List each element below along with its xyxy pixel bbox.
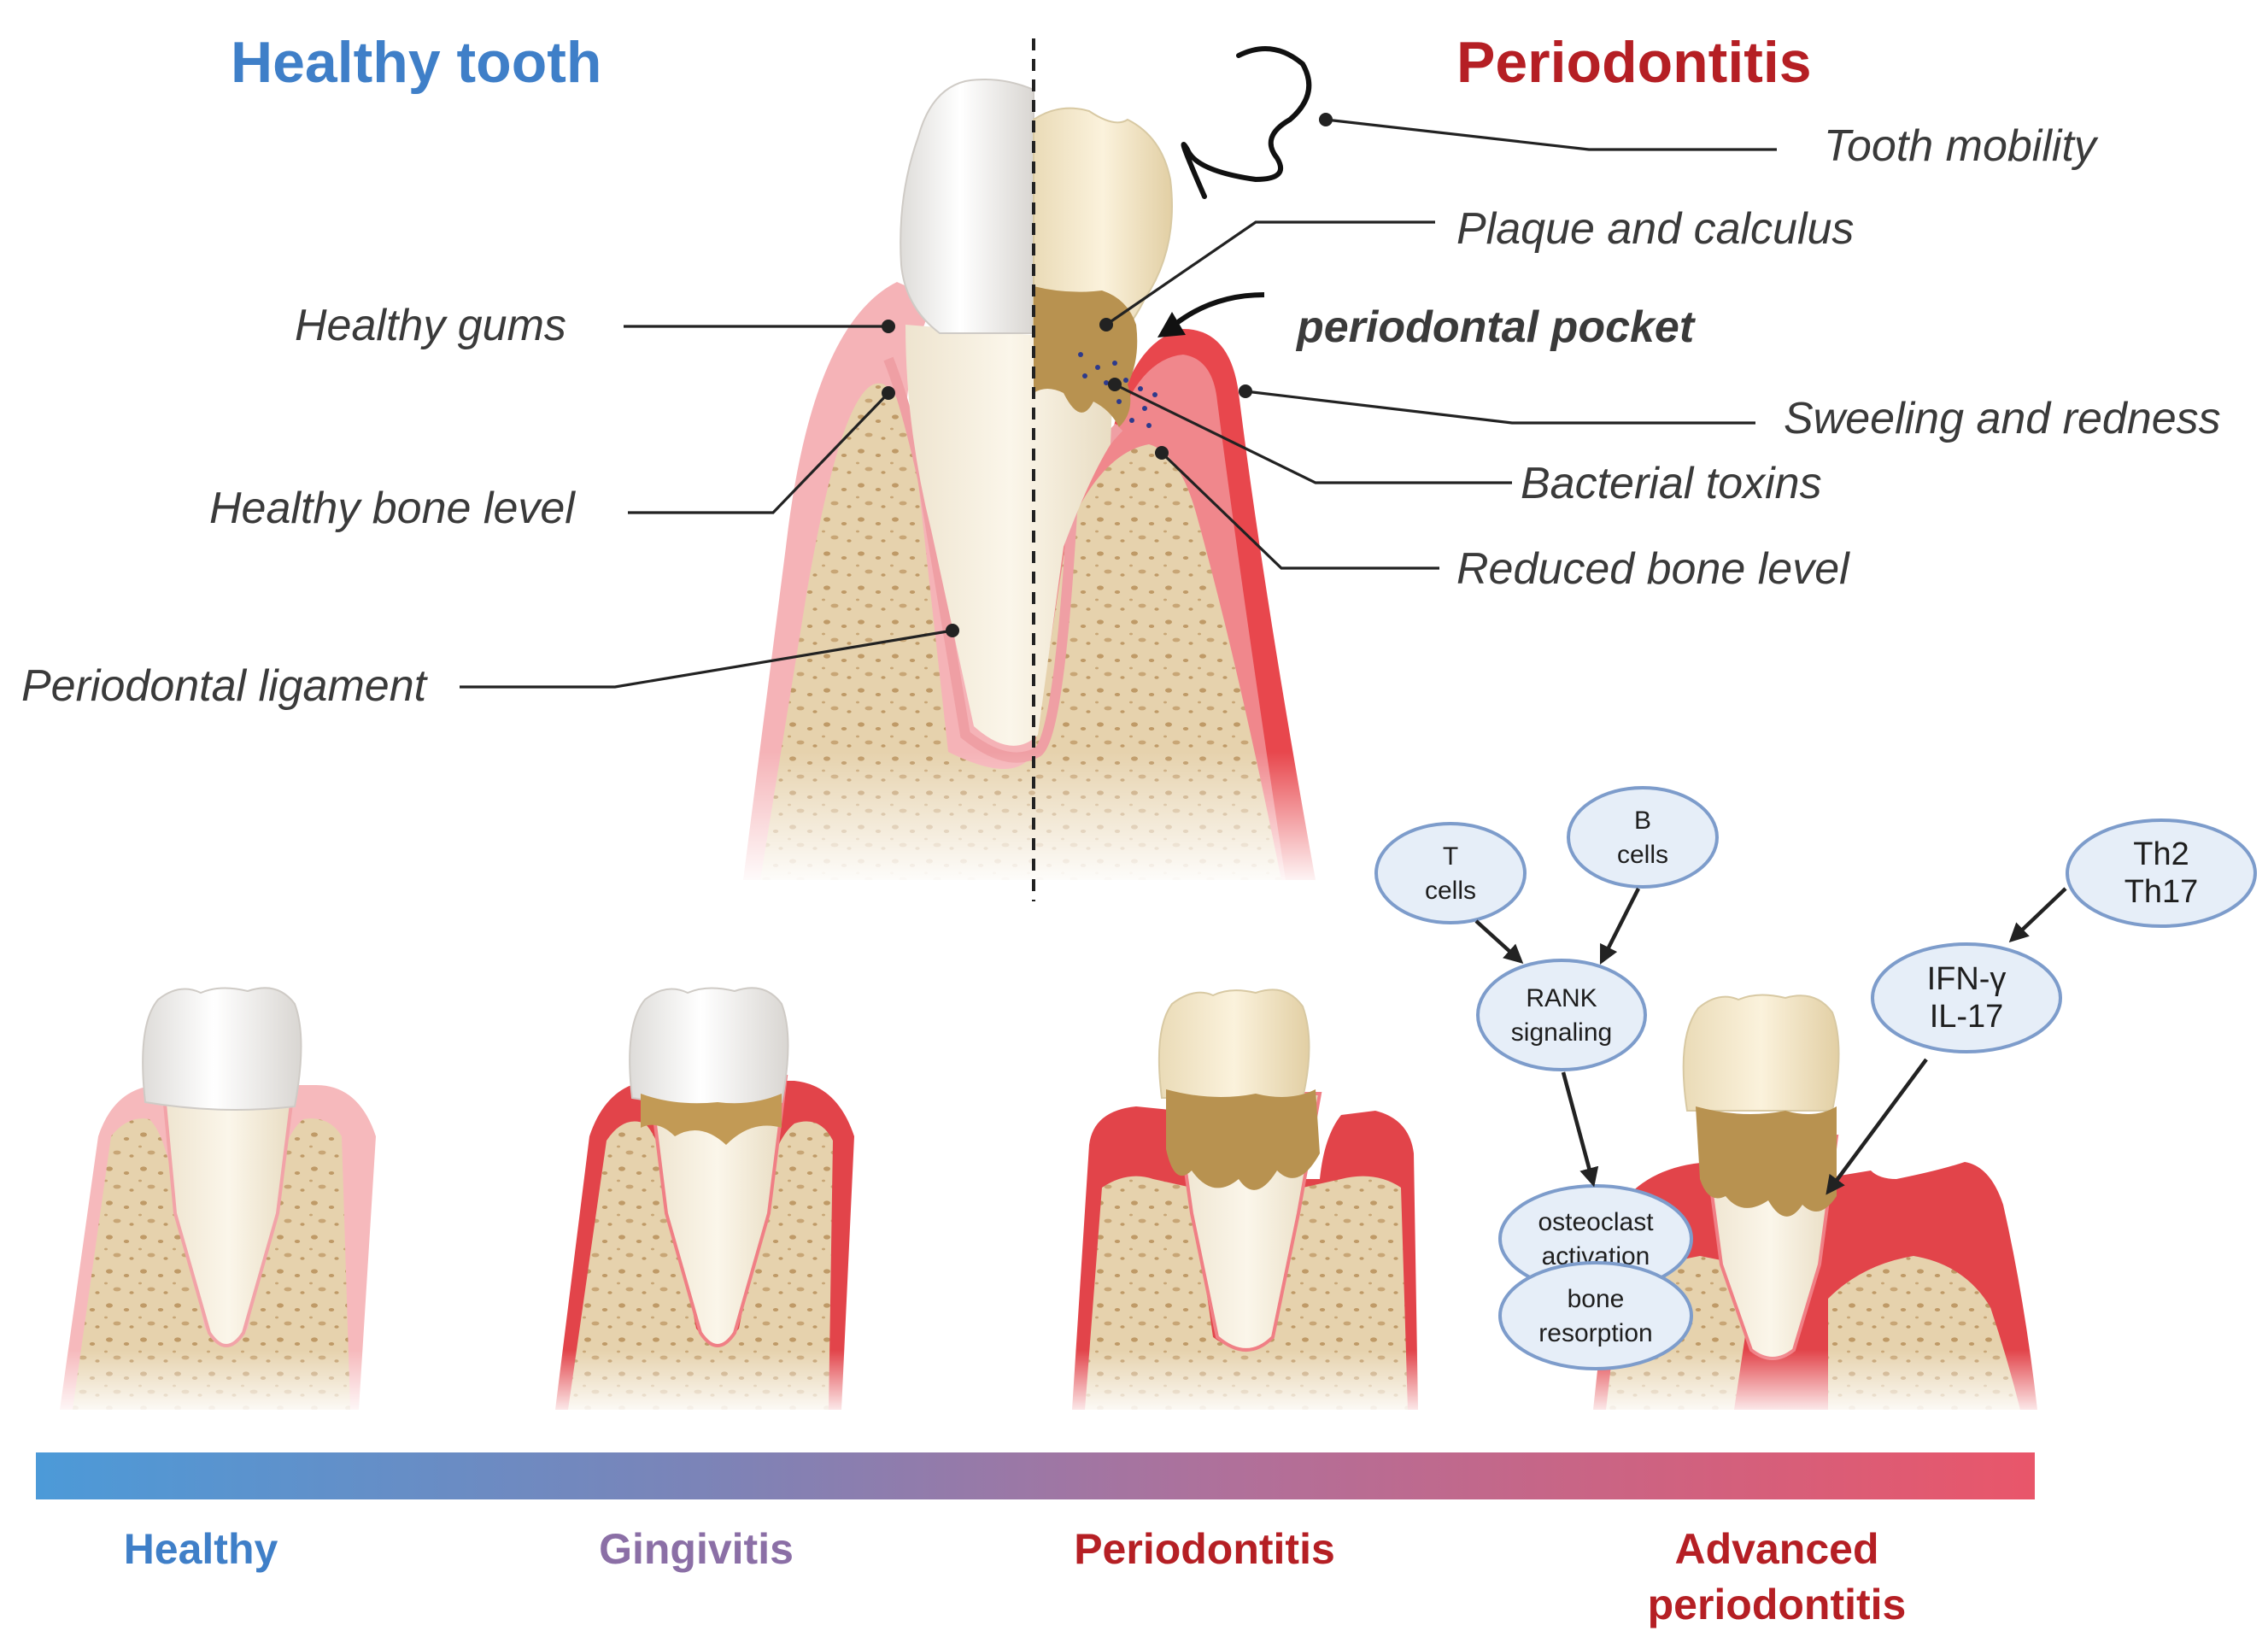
svg-text:bone: bone xyxy=(1568,1285,1625,1313)
heading-healthy-tooth: Healthy tooth xyxy=(231,30,601,95)
svg-text:T: T xyxy=(1443,842,1458,871)
label-tooth-mobility: Tooth mobility xyxy=(1824,121,2099,171)
svg-text:Th2: Th2 xyxy=(2133,836,2189,872)
tooth-root xyxy=(905,325,1115,746)
label-plaque-calculus: Plaque and calculus xyxy=(1456,204,1854,254)
arrow-th-to-ifn xyxy=(2008,887,2067,943)
svg-text:RANK: RANK xyxy=(1526,984,1597,1012)
arrow-t-to-rank xyxy=(1474,919,1524,965)
svg-text:IFN-γ: IFN-γ xyxy=(1927,961,2007,997)
label-bacterial-toxins: Bacterial toxins xyxy=(1521,459,1822,508)
svg-text:IL-17: IL-17 xyxy=(1930,999,2004,1035)
stage-label-gingivitis: Gingivitis xyxy=(599,1525,794,1573)
arrow-b-to-rank xyxy=(1599,887,1641,965)
node-rank-signaling: RANK signaling xyxy=(1476,959,1647,1071)
label-healthy-gums: Healthy gums xyxy=(295,301,566,350)
stage-tooth-periodontitis xyxy=(1064,989,1431,1418)
mobility-squiggle-icon xyxy=(1181,46,1312,199)
stage-label-periodontitis: Periodontitis xyxy=(1074,1525,1335,1573)
node-b-cells: B cells xyxy=(1567,786,1719,889)
label-healthy-bone-level: Healthy bone level xyxy=(209,484,576,533)
svg-text:osteoclast: osteoclast xyxy=(1538,1208,1654,1236)
node-t-cells: T cells xyxy=(1374,822,1527,924)
svg-text:cells: cells xyxy=(1425,877,1476,905)
label-periodontal-pocket: periodontal pocket xyxy=(1295,302,1697,352)
svg-text:resorption: resorption xyxy=(1538,1319,1652,1347)
main-tooth-illustration xyxy=(735,38,1333,901)
arrow-ifn-to-gum xyxy=(1826,1058,1928,1195)
svg-text:signaling: signaling xyxy=(1511,1018,1612,1047)
heading-periodontitis: Periodontitis xyxy=(1456,30,1812,95)
stage-label-advanced-line1: Advanced xyxy=(1675,1525,1879,1573)
stage-label-healthy: Healthy xyxy=(124,1525,278,1573)
label-reduced-bone-level: Reduced bone level xyxy=(1456,544,1850,594)
stage-tooth-advanced xyxy=(1585,994,2046,1418)
diseased-crown xyxy=(1033,107,1173,343)
pocket-arrow xyxy=(1173,292,1265,327)
label-periodontal-ligament: Periodontal ligament xyxy=(21,661,429,711)
svg-text:Th17: Th17 xyxy=(2124,874,2199,910)
label-swelling-redness: Sweeling and redness xyxy=(1784,394,2221,443)
node-bone-resorption: bone resorption xyxy=(1498,1261,1693,1370)
stage-tooth-gingivitis xyxy=(547,987,871,1418)
stage-tooth-healthy xyxy=(51,987,393,1418)
arrow-rank-to-osteoclast xyxy=(1561,1071,1599,1188)
healthy-enamel-crown xyxy=(900,78,1034,334)
node-ifn-il17: IFN-γ IL-17 xyxy=(1871,942,2062,1053)
svg-text:B: B xyxy=(1634,807,1651,835)
stage-label-advanced-line2: periodontitis xyxy=(1648,1581,1907,1628)
node-th-cells: Th2 Th17 xyxy=(2066,818,2257,928)
severity-gradient-bar xyxy=(36,1452,2035,1499)
bacteria-dots xyxy=(1078,352,1157,428)
svg-text:cells: cells xyxy=(1617,841,1668,869)
